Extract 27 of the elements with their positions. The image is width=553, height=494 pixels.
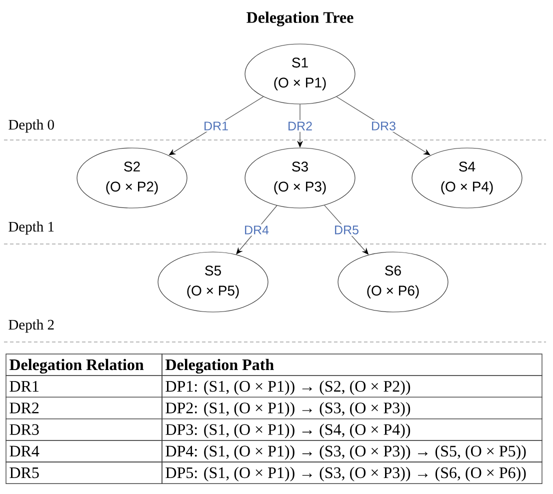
ellipse-node: S2 (O × P2) — [76, 148, 188, 208]
table-cell: DR4 — [6, 440, 162, 462]
edge-label: DR2 — [286, 120, 314, 132]
table-cell: DR1 — [6, 375, 162, 398]
header-cell: Delegation Relation — [6, 354, 162, 376]
depth-label: Depth 2 — [8, 319, 54, 333]
table-cell: DP5: (S1, (O × P1)) → (S3, (O × P3)) → (S6, (O × P6)) — [162, 462, 542, 484]
table-cell: DP4: (S1, (O × P1)) → (S3, (O × P3)) → (S5, (O × P5)) — [162, 440, 542, 462]
edge-label: DR5 — [332, 224, 360, 236]
title: Delegation Tree — [246, 12, 354, 26]
ellipse-node: S6 (O × P6) — [338, 252, 448, 312]
edge-label: DR3 — [370, 120, 398, 132]
ellipse-node: S3 (O × P3) — [244, 148, 356, 208]
table-cell: DR5 — [6, 462, 162, 484]
edge-label: DR4 — [242, 224, 270, 236]
ellipse-node: S1 (O × P1) — [244, 44, 356, 104]
ellipse-node: S5 (O × P5) — [158, 252, 268, 312]
header-cell: Delegation Path — [162, 354, 542, 376]
edge-label: DR1 — [202, 120, 230, 132]
table-cell: DR3 — [6, 418, 162, 441]
table-cell: DP2: (S1, (O × P1)) → (S3, (O × P3)) — [162, 396, 542, 420]
table-cell: DR2 — [6, 396, 162, 420]
ellipse-node: S4 (O × P4) — [412, 148, 522, 208]
depth-label: Depth 0 — [8, 119, 54, 133]
depth-label: Depth 1 — [8, 221, 54, 235]
table-cell: DP1: (S1, (O × P1)) → (S2, (O × P2)) — [162, 375, 542, 398]
table-cell: DP3: (S1, (O × P1)) → (S4, (O × P4)) — [162, 418, 542, 441]
